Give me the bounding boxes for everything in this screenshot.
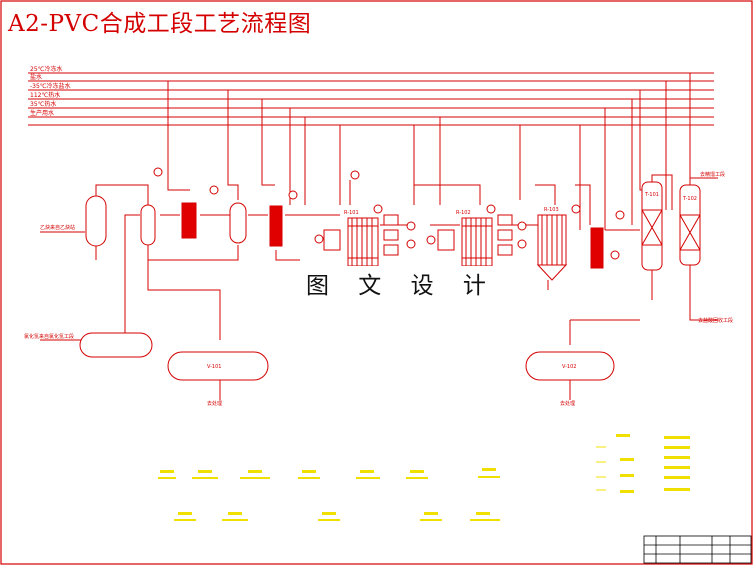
diagram-title: A2-PVC合成工段工艺流程图 (8, 11, 312, 37)
title-block (643, 535, 752, 564)
inlet-hcl-label: 氯化氢来自氯化氢工段 (24, 333, 74, 340)
outlet-distillation-label: 去精馏工段 (700, 171, 725, 178)
utility-label-1: 25℃冷冻水 (30, 65, 62, 73)
drum-V-101-label: V-101 (207, 364, 221, 370)
utility-label-5: 35℃热水 (30, 100, 56, 108)
inlet-acetylene-label: 乙炔来自乙炔站 (40, 224, 75, 231)
tower-T-101 (641, 181, 663, 271)
symbol-legend (596, 434, 690, 493)
drain-1-label: 去处理 (207, 400, 222, 407)
watermark-text: 图 文 设 计 (302, 266, 501, 300)
utility-label-6: 生产用水 (30, 109, 54, 117)
reactor-3-label: R-103 (544, 207, 559, 213)
utility-label-3: -35℃冷冻盐水 (30, 82, 71, 90)
utility-label-4: 112℃热水 (30, 91, 60, 99)
reactor-1-label: R-101 (344, 210, 359, 216)
side-coolers (323, 214, 513, 256)
drain-2-label: 去处理 (560, 400, 575, 407)
instrument-bubbles (153, 167, 625, 260)
reactor-2-label: R-102 (456, 210, 471, 216)
tower-T-101-label: T-101 (644, 192, 659, 198)
utility-drops (167, 73, 691, 230)
outlet-acid-recovery-label: 去盐酸回收工段 (698, 317, 733, 324)
heat-exchanger-3 (590, 227, 604, 269)
separator-vessel (85, 195, 107, 247)
reactor-1 (347, 217, 379, 267)
mixer-vessel (140, 204, 156, 246)
reactor-3 (536, 214, 568, 281)
tower-T-102-label: T-102 (682, 196, 697, 202)
heat-exchanger-1 (181, 202, 197, 239)
preheater-drum (229, 202, 247, 244)
heat-exchanger-2 (269, 205, 283, 247)
tower-T-102 (679, 184, 701, 266)
utility-label-2: 盐水 (30, 73, 42, 81)
hcl-buffer-drum (79, 332, 153, 358)
equipment-legend-bars (158, 468, 500, 521)
drum-V-102-label: V-102 (562, 364, 576, 370)
drum-V-102 (525, 351, 615, 381)
reactor-2 (461, 217, 493, 267)
utility-header-lines (28, 72, 714, 126)
drum-V-101 (167, 351, 269, 381)
